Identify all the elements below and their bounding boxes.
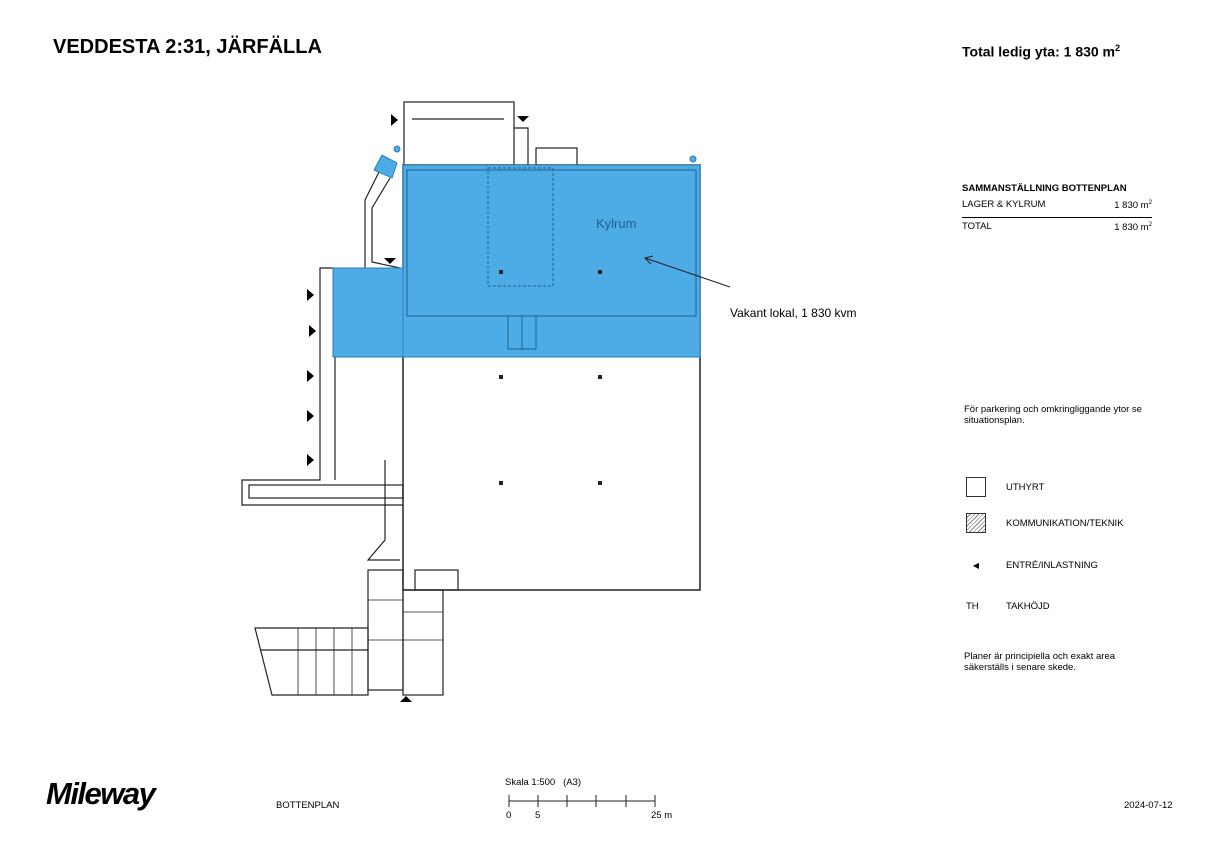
scale-tick-5: 5 (535, 810, 541, 821)
summary-total-label: TOTAL (962, 221, 992, 233)
plan-name: BOTTENPLAN (276, 800, 340, 811)
columns (499, 270, 602, 485)
scale-label: Skala 1:500 (A3) (505, 777, 582, 788)
annex-top (403, 101, 515, 166)
entrance-triangles (307, 114, 529, 702)
legend-label: TAKHÖJD (1006, 601, 1050, 612)
unit-sup: 2 (1115, 43, 1121, 53)
total-area: Total ledig yta: 1 830 m2 (962, 43, 1120, 60)
empty-square-icon (966, 477, 986, 497)
legend-label: KOMMUNIKATION/TEKNIK (1006, 517, 1124, 529)
area-summary: SAMMANSTÄLLNING BOTTENPLAN LAGER & KYLRU… (962, 183, 1152, 233)
vacant-area-highlight (332, 154, 701, 358)
legend-label: UTHYRT (1006, 481, 1045, 493)
parking-note: För parkering och omkringliggande ytor s… (964, 404, 1142, 426)
summary-row: LAGER & KYLRUM 1 830 m2 (962, 199, 1152, 211)
disclaimer-note: Planer är principiella och exakt area sä… (964, 651, 1116, 673)
summary-heading: SAMMANSTÄLLNING BOTTENPLAN (962, 183, 1127, 194)
total-area-text: Total ledig yta: 1 830 m (962, 43, 1116, 60)
callout-arrow (644, 257, 731, 288)
room-label-kylrum: Kylrum (596, 216, 637, 231)
annex-box (535, 147, 578, 166)
triangle-icon: ◀ (972, 561, 980, 570)
legend-uthyrt: UTHYRT (966, 477, 1044, 497)
mileway-logo: Mileway (46, 776, 156, 811)
summary-row-value: 1 830 m2 (1114, 199, 1152, 212)
legend-entre: ◀ ENTRÉ/INLASTNING (966, 560, 1098, 571)
page-title: VEDDESTA 2:31, JÄRFÄLLA (53, 36, 322, 58)
summary-total: TOTAL 1 830 m2 (962, 217, 1152, 233)
hatched-square-icon (966, 513, 986, 533)
summary-row-label: LAGER & KYLRUM (962, 199, 1046, 210)
date: 2024-07-12 (1124, 800, 1173, 811)
callout-text: Vakant lokal, 1 830 kvm (730, 306, 857, 320)
summary-total-value: 1 830 m2 (1114, 221, 1152, 234)
legend-takhojd: TH TAKHÖJD (966, 601, 1050, 612)
th-symbol: TH (966, 601, 979, 612)
legend-label: ENTRÉ/INLASTNING (1006, 560, 1098, 571)
legend-kommunikation: KOMMUNIKATION/TEKNIK (966, 513, 1124, 533)
scale-tick-25: 25 m (651, 810, 673, 821)
scale-bar (508, 795, 656, 807)
scale-tick-0: 0 (506, 810, 512, 821)
